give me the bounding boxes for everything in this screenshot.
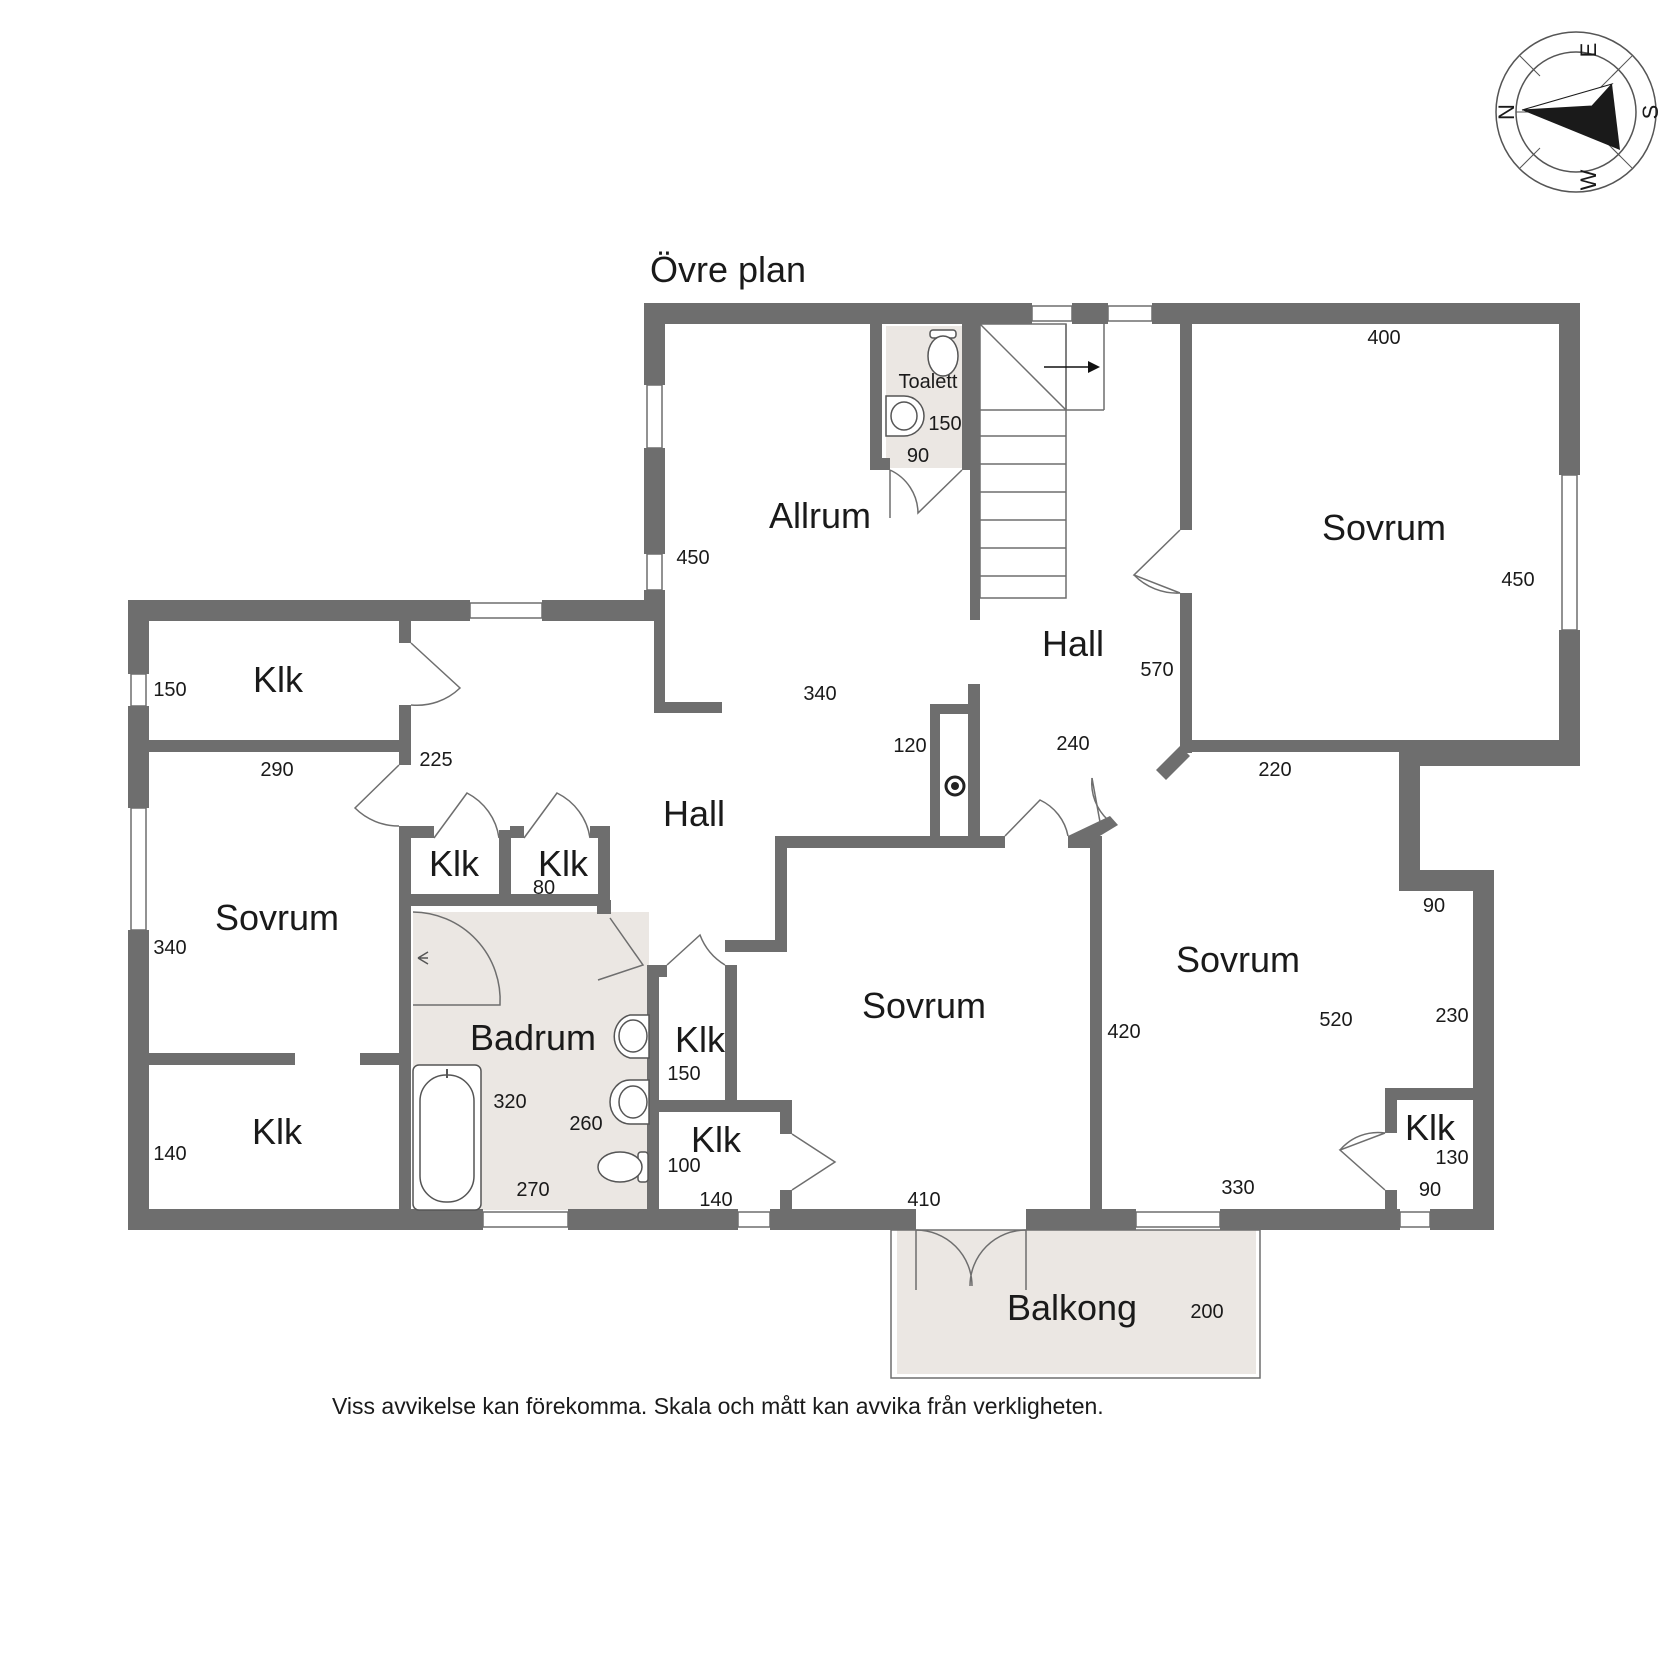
dim-140-klk: 140 — [153, 1143, 186, 1165]
room-badrum: Badrum — [470, 1017, 596, 1058]
compass-s: S — [1638, 105, 1663, 120]
compass-w: W — [1576, 169, 1601, 190]
dim-290: 290 — [260, 759, 293, 781]
outer-walls — [128, 303, 1580, 1230]
dim-150-klk: 150 — [153, 679, 186, 701]
room-hall-upper: Hall — [1042, 623, 1104, 664]
dim-150-klkbath: 150 — [667, 1063, 700, 1085]
room-klk-se: Klk — [1405, 1107, 1456, 1148]
staircase — [979, 323, 1105, 599]
plan-title: Övre plan — [650, 249, 806, 290]
dim-330: 330 — [1221, 1177, 1254, 1199]
dim-200: 200 — [1190, 1301, 1223, 1323]
dim-90-se: 90 — [1423, 895, 1445, 917]
dim-80: 80 — [533, 877, 555, 899]
dim-320: 320 — [493, 1091, 526, 1113]
dim-220: 220 — [1258, 759, 1291, 781]
dim-450-allrum: 450 — [676, 547, 709, 569]
dim-230: 230 — [1435, 1005, 1468, 1027]
dim-90-toalett: 90 — [907, 445, 929, 467]
dim-225: 225 — [419, 749, 452, 771]
room-klk-small-2: Klk — [538, 843, 589, 884]
room-sovrum-center: Sovrum — [862, 985, 986, 1026]
dim-240: 240 — [1056, 733, 1089, 755]
room-balkong: Balkong — [1007, 1287, 1137, 1328]
dim-100: 100 — [667, 1155, 700, 1177]
dim-420: 420 — [1107, 1021, 1140, 1043]
dim-570: 570 — [1140, 659, 1173, 681]
windows — [130, 305, 1578, 1228]
sanitary-fixtures — [412, 329, 959, 1211]
dim-520: 520 — [1319, 1009, 1352, 1031]
compass-needle-icon — [1522, 84, 1620, 150]
dim-90-klk: 90 — [1419, 1179, 1441, 1201]
dim-150-toalett: 150 — [928, 413, 961, 435]
dim-260: 260 — [569, 1113, 602, 1135]
interior-walls — [149, 324, 1580, 1230]
compass — [1495, 31, 1657, 193]
dim-270: 270 — [516, 1179, 549, 1201]
room-sovrum-w: Sovrum — [215, 897, 339, 938]
compass-e: E — [1576, 43, 1601, 58]
room-klk-nw: Klk — [253, 659, 304, 700]
room-toalett: Toalett — [899, 371, 958, 393]
room-hall-main: Hall — [663, 793, 725, 834]
door-swings — [353, 469, 1386, 1290]
room-sovrum-ne: Sovrum — [1322, 507, 1446, 548]
disclaimer: Viss avvikelse kan förekomma. Skala och … — [332, 1393, 1104, 1419]
room-klk-sw: Klk — [252, 1111, 303, 1152]
room-sovrum-se: Sovrum — [1176, 939, 1300, 980]
dim-130: 130 — [1435, 1147, 1468, 1169]
room-klk-small-1: Klk — [429, 843, 480, 884]
room-klk-lower: Klk — [691, 1119, 742, 1160]
dim-140-klklow: 140 — [699, 1189, 732, 1211]
balcony-floor — [897, 1230, 1256, 1374]
room-allrum: Allrum — [769, 495, 871, 536]
dim-120: 120 — [893, 735, 926, 757]
room-klk-bath: Klk — [675, 1019, 726, 1060]
dim-410: 410 — [907, 1189, 940, 1211]
dim-340-sovrum: 340 — [153, 937, 186, 959]
dim-400: 400 — [1367, 327, 1400, 349]
compass-n: N — [1494, 104, 1519, 120]
dim-340-hall: 340 — [803, 683, 836, 705]
dim-450-sovrum: 450 — [1501, 569, 1534, 591]
